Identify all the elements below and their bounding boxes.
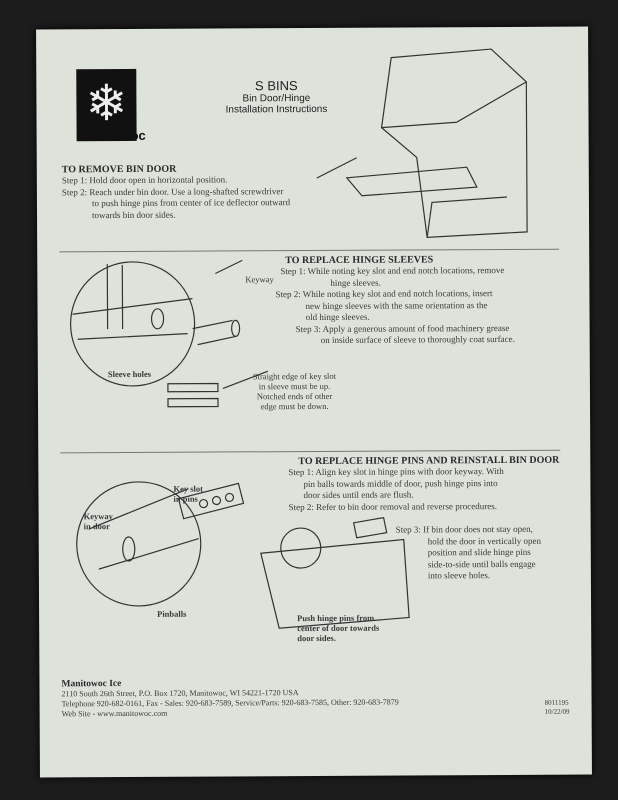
step-line: side-to-side until balls engage xyxy=(427,558,536,569)
step-line: hold the door in vertically open xyxy=(427,535,541,546)
title-text: S BINS xyxy=(254,78,298,94)
step: Step 1: While noting key slot and end no… xyxy=(280,265,505,277)
sleeve-diagram xyxy=(69,259,269,408)
bin-illustration xyxy=(316,48,528,239)
step: Step 2: While noting key slot and end no… xyxy=(275,288,493,300)
step-line: position and slide hinge pins xyxy=(427,546,531,558)
doc-number: 8011195 xyxy=(544,698,569,707)
sleeve-holes-label: Sleeve holes xyxy=(107,368,152,380)
note-line: Straight edge of key slot xyxy=(252,370,336,382)
website: Web Site - www.manitowoc.com xyxy=(61,708,168,719)
doc-info: 8011195 10/22/09 xyxy=(545,699,570,717)
note-line: Notched ends of other xyxy=(256,390,333,402)
step-line: into sleeve holes. xyxy=(427,570,491,581)
step: new hinge sleeves with the same orientat… xyxy=(305,299,488,311)
brand-name: Manitowoc xyxy=(78,127,146,144)
section-heading: TO REPLACE HINGE PINS AND REINSTALL BIN … xyxy=(298,454,560,468)
doc-date: 10/22/09 xyxy=(544,707,570,716)
step: on inside surface of sleeve to thoroughl… xyxy=(320,333,515,345)
instruction-sheet: ❄ Manitowoc S BINS Bin Door/Hinge Instal… xyxy=(36,26,592,778)
footer: Manitowoc Ice 2110 South 26th Street, P.… xyxy=(61,678,398,720)
label-line: Key slot xyxy=(173,483,203,494)
step-line: Step 3: If bin door does not stay open, xyxy=(395,523,533,535)
label-line: in pins xyxy=(173,493,198,504)
pin-diagram xyxy=(76,481,410,629)
label-line: Push hinge pins from xyxy=(297,612,375,624)
diagrams xyxy=(69,48,528,629)
label-line: Keyway xyxy=(83,511,113,522)
subtitle-2: Installation Instructions xyxy=(225,103,328,116)
note-line: edge must be down. xyxy=(260,400,329,412)
step: to push hinge pins from center of ice de… xyxy=(91,197,291,209)
subtitle-1: Bin Door/Hinge xyxy=(242,93,311,105)
sleeves-section: TO REPLACE HINGE SLEEVES Step 1: While n… xyxy=(265,254,515,347)
pins-step-3: Step 3: If bin door does not stay open, … xyxy=(396,524,542,582)
label-line: center of door towards xyxy=(297,622,380,634)
label-line: door sides. xyxy=(297,632,336,644)
pins-section: TO REPLACE HINGE PINS AND REINSTALL BIN … xyxy=(288,455,559,513)
step: towards bin door sides. xyxy=(91,209,176,220)
phone: Telephone 920-682-0161, Fax - Sales: 920… xyxy=(61,697,399,709)
label-line: in door xyxy=(83,521,110,532)
document-title: S BINS Bin Door/Hinge Installation Instr… xyxy=(196,78,356,116)
keyway-label: Keyway xyxy=(245,274,274,285)
pinballs-label: Pinballs xyxy=(157,608,187,619)
remove-section: TO REMOVE BIN DOOR Step 1: Hold door ope… xyxy=(62,163,290,221)
step: Step 2: Refer to bin door removal and re… xyxy=(288,500,498,512)
note-line: in sleeve must be up. xyxy=(258,380,331,392)
